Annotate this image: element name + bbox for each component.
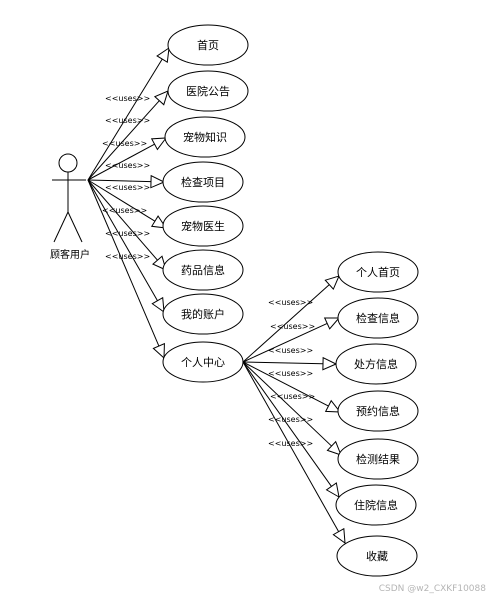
use-case-my-account[interactable]: 我的账户 xyxy=(162,293,244,335)
svg-text:我的账户: 我的账户 xyxy=(181,307,225,321)
use-case-home[interactable]: 首页 xyxy=(167,24,249,66)
svg-text:<<uses>>: <<uses>> xyxy=(102,206,147,215)
svg-text:<<uses>>: <<uses>> xyxy=(105,94,150,103)
svg-text:<<uses>>: <<uses>> xyxy=(105,116,150,125)
use-case-pet-doctor[interactable]: 宠物医生 xyxy=(162,205,244,247)
center-connector-1 xyxy=(242,317,341,363)
actor-connector-6 xyxy=(87,179,165,314)
use-case-appointment-info[interactable]: 预约信息 xyxy=(337,390,419,432)
svg-text:<<uses>>: <<uses>> xyxy=(268,439,313,448)
svg-text:首页: 首页 xyxy=(197,38,219,52)
svg-text:<<uses>>: <<uses>> xyxy=(105,183,150,192)
svg-text:<<uses>>: <<uses>> xyxy=(268,298,313,307)
use-case-hospital-notice[interactable]: 医院公告 xyxy=(167,70,249,112)
svg-text:处方信息: 处方信息 xyxy=(354,357,398,371)
use-case-personal-home[interactable]: 个人首页 xyxy=(337,251,419,293)
use-case-exam-info[interactable]: 检查信息 xyxy=(337,297,419,339)
use-case-test-results[interactable]: 检测结果 xyxy=(337,438,419,480)
use-case-personal-center[interactable]: 个人中心 xyxy=(162,341,244,383)
use-case-prescription-info[interactable]: 处方信息 xyxy=(335,343,417,385)
svg-text:<<uses>>: <<uses>> xyxy=(270,322,315,331)
use-case-hospitalization-info[interactable]: 住院信息 xyxy=(335,484,417,526)
watermark: CSDN @w2_CXKF10088 xyxy=(378,584,486,594)
svg-text:宠物医生: 宠物医生 xyxy=(181,219,225,233)
center-uses-labels: <<uses>> <<uses>> <<uses>> <<uses>> <<us… xyxy=(268,298,315,448)
actor-label: 顾客用户 xyxy=(50,248,90,261)
center-connector-6 xyxy=(242,361,346,545)
actor-connector-4 xyxy=(87,179,168,229)
svg-text:医院公告: 医院公告 xyxy=(186,84,230,98)
center-connector-2 xyxy=(242,356,338,371)
actor-connector-5 xyxy=(87,179,167,271)
svg-text:宠物知识: 宠物知识 xyxy=(183,130,227,144)
svg-text:<<uses>>: <<uses>> xyxy=(102,139,147,148)
svg-text:预约信息: 预约信息 xyxy=(356,404,400,418)
actor-connectors xyxy=(87,46,170,360)
actor-uses-labels: <<uses>> <<uses>> <<uses>> <<uses>> <<us… xyxy=(102,94,150,261)
svg-text:个人首页: 个人首页 xyxy=(356,265,400,279)
svg-text:<<uses>>: <<uses>> xyxy=(268,346,313,355)
svg-text:检测结果: 检测结果 xyxy=(356,452,400,466)
center-connector-5 xyxy=(242,361,340,498)
actor-connector-2 xyxy=(87,137,168,181)
actor-connector-0 xyxy=(87,46,170,181)
svg-text:<<uses>>: <<uses>> xyxy=(105,252,150,261)
svg-text:检查信息: 检查信息 xyxy=(356,311,400,325)
svg-text:<<uses>>: <<uses>> xyxy=(105,229,150,238)
svg-text:药品信息: 药品信息 xyxy=(181,263,225,277)
svg-text:<<uses>>: <<uses>> xyxy=(105,161,150,170)
svg-text:个人中心: 个人中心 xyxy=(181,356,225,369)
center-connector-3 xyxy=(242,361,342,413)
use-case-pet-knowledge[interactable]: 宠物知识 xyxy=(164,116,246,158)
use-case-favorites[interactable]: 收藏 xyxy=(336,535,418,577)
svg-text:收藏: 收藏 xyxy=(366,549,388,563)
center-connector-4 xyxy=(242,361,342,456)
svg-text:<<uses>>: <<uses>> xyxy=(270,392,315,401)
center-connector-0 xyxy=(242,275,340,363)
actor-figure xyxy=(52,153,86,243)
actor-connector-1 xyxy=(87,90,169,181)
svg-text:检查项目: 检查项目 xyxy=(181,175,225,189)
center-connectors xyxy=(242,275,346,545)
svg-text:住院信息: 住院信息 xyxy=(354,498,398,512)
actor-connector-7 xyxy=(87,179,165,360)
svg-text:<<uses>>: <<uses>> xyxy=(268,369,313,378)
use-case-medicine-info[interactable]: 药品信息 xyxy=(162,249,244,291)
actor-connector-3 xyxy=(87,174,166,189)
svg-text:<<uses>>: <<uses>> xyxy=(268,415,313,424)
use-case-exam-items[interactable]: 检查项目 xyxy=(162,161,244,203)
